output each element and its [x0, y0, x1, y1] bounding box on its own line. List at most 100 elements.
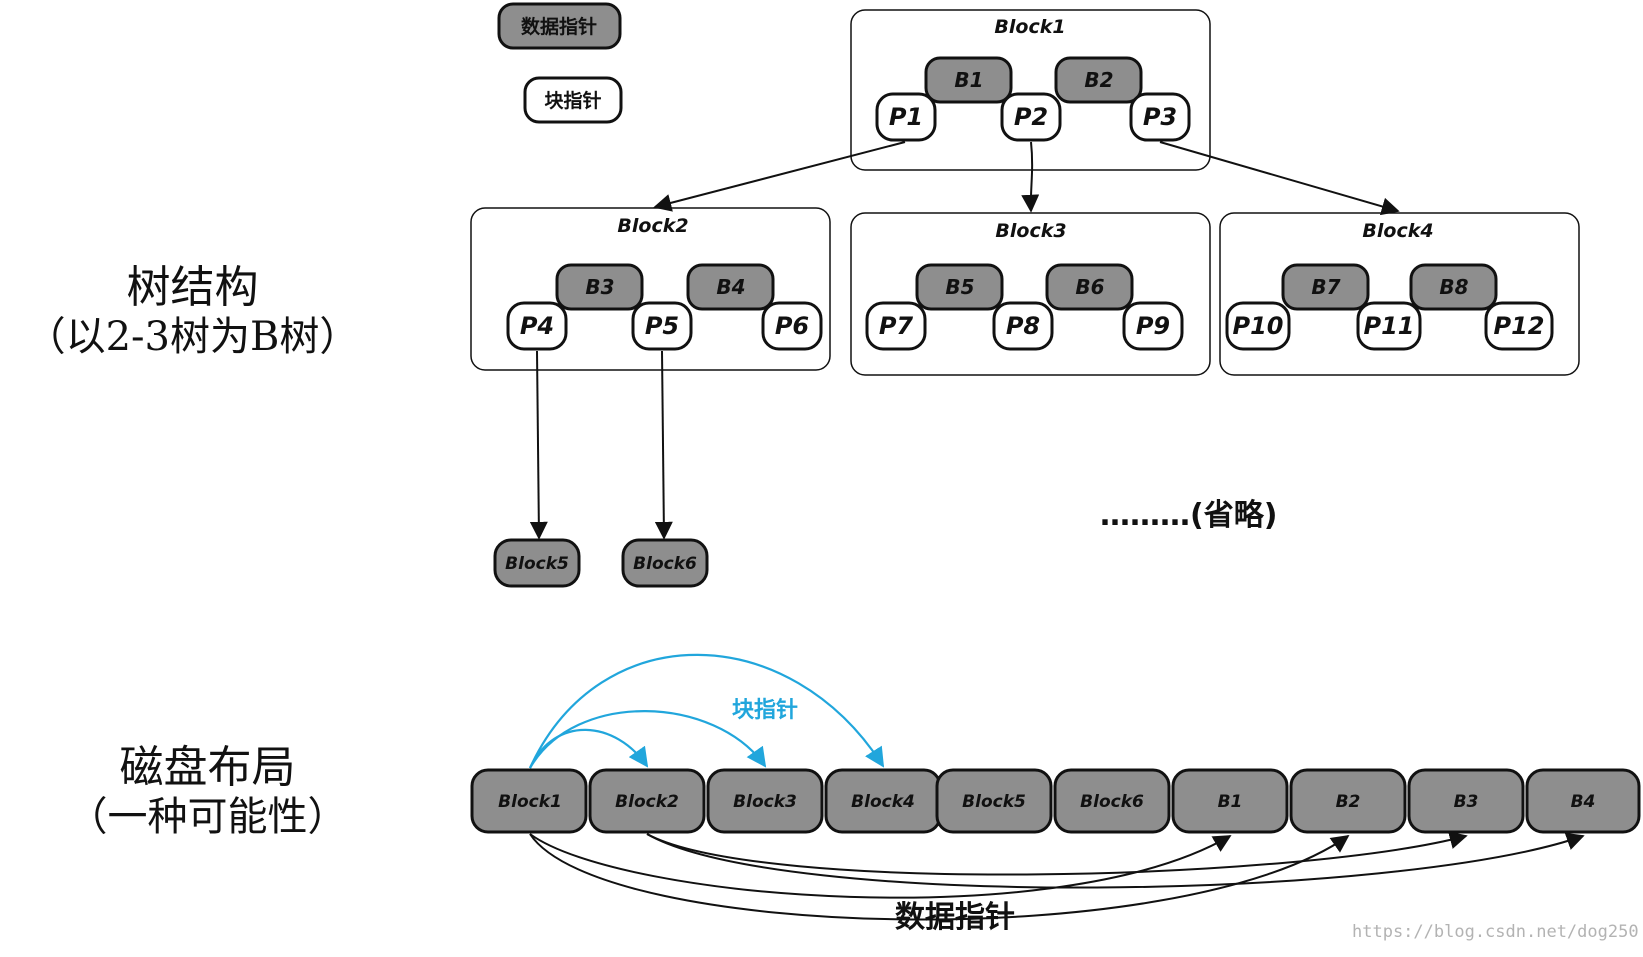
key-b3: [555, 263, 644, 311]
curve-block2-to-b3: [646, 831, 1468, 876]
disk-cell-block3: [706, 768, 824, 834]
pointer-p12: [1484, 301, 1554, 351]
arrow-p4-to-block5: [529, 350, 548, 540]
arrow-p3-to-block4: [1159, 141, 1400, 216]
legend-data-pointer-label: 数据指针: [521, 15, 597, 38]
block-pointer-arcs: [529, 653, 885, 769]
disk-cell-b2: [1289, 768, 1407, 834]
data-pointer-curves: [529, 831, 1585, 921]
pointer-p7-label: P7: [879, 312, 914, 340]
pointer-p2: [1000, 92, 1062, 142]
leaf-blocks: Block5 Block6: [493, 538, 709, 588]
key-b1: [924, 56, 1013, 104]
disk-cell-b4-label: B4: [1571, 792, 1596, 812]
pointer-p6: [761, 301, 823, 351]
pointer-p4-label: P4: [520, 312, 554, 340]
key-b2-label: B2: [1084, 68, 1113, 92]
key-b6-label: B6: [1075, 275, 1104, 299]
arrow-p1-to-block2: [653, 141, 906, 212]
disk-cell-b1: [1171, 768, 1289, 834]
key-b8-label: B8: [1439, 275, 1468, 299]
arc-block1-to-block4: [529, 653, 885, 769]
disk-cell-block2-label: Block2: [615, 792, 679, 812]
pointer-p7: [865, 301, 927, 351]
key-b8: [1409, 263, 1498, 311]
pointer-p11: [1356, 301, 1422, 351]
legend-data-pointer-swatch: [497, 2, 622, 50]
block1-title: Block1: [994, 16, 1065, 38]
tree-section-subtitle: （以2-3树为B树）: [25, 313, 360, 360]
pointer-p6-label: P6: [775, 312, 809, 340]
pointer-p10-label: P10: [1233, 312, 1284, 340]
data-pointer-annotation: 数据指针: [895, 900, 1015, 935]
disk-cell-block3-label: Block3: [733, 792, 797, 812]
tree-arrows: [529, 141, 1400, 540]
pointer-p1: [875, 92, 937, 142]
block2-title: Block2: [617, 215, 688, 237]
pointer-p9: [1122, 301, 1184, 351]
pointer-p1-label: P1: [889, 103, 923, 131]
key-b1-label: B1: [954, 68, 983, 92]
disk-section-subtitle: （一种可能性）: [67, 793, 348, 840]
block2-outline: [470, 207, 831, 371]
key-b7: [1281, 263, 1370, 311]
key-b3-label: B3: [585, 275, 614, 299]
tree-section-heading: 树结构: [126, 262, 259, 313]
curve-block1-to-b1: [529, 833, 1232, 899]
disk-cell-b2-label: B2: [1336, 792, 1361, 812]
disk-section-heading: 磁盘布局: [119, 742, 296, 793]
disk-cell-block2: [588, 768, 706, 834]
pointer-p8: [992, 301, 1054, 351]
pointer-p3-label: P3: [1143, 103, 1177, 131]
block3-outline: [850, 212, 1211, 376]
key-b4: [686, 263, 775, 311]
pointer-p4: [506, 301, 568, 351]
pointer-p3: [1129, 92, 1191, 142]
key-b5-label: B5: [945, 275, 974, 299]
disk-cell-block6: [1053, 768, 1171, 834]
block4-title: Block4: [1362, 220, 1433, 242]
curve-block2-to-b4: [646, 832, 1585, 889]
arrow-p5-to-block6: [654, 350, 673, 540]
key-b6: [1045, 263, 1134, 311]
leaf-block5: [493, 538, 581, 588]
block1-container: Block1 B1 B2 P1 P2 P3: [850, 9, 1211, 171]
pointer-p5-label: P5: [645, 312, 679, 340]
disk-cell-block6-label: Block6: [1080, 792, 1144, 812]
arrow-p2-to-block3: [1021, 141, 1040, 213]
block3-container: Block3 B5 B6 P7 P8 P9: [850, 212, 1211, 376]
leaf-block6: [621, 538, 709, 588]
pointer-p11-label: P11: [1364, 312, 1415, 340]
disk-cell-block1: [470, 768, 588, 834]
disk-cell-b3-label: B3: [1454, 792, 1479, 812]
leaf-block6-label: Block6: [633, 554, 697, 574]
arc-block1-to-block3: [529, 710, 767, 769]
pointer-p10: [1225, 301, 1291, 351]
disk-cell-b1-label: B1: [1218, 792, 1243, 812]
key-b2: [1054, 56, 1143, 104]
block4-container: Block4 B7 B8 P10 P11 P12: [1219, 212, 1580, 376]
key-b5: [915, 263, 1004, 311]
leaf-block5-label: Block5: [505, 554, 569, 574]
pointer-p9-label: P9: [1136, 312, 1170, 340]
disk-cell-block5: [935, 768, 1053, 834]
watermark: https://blog.csdn.net/dog250: [1352, 922, 1639, 942]
disk-cell-block1-label: Block1: [498, 792, 562, 812]
block3-title: Block3: [995, 220, 1066, 242]
pointer-p8-label: P8: [1006, 312, 1040, 340]
disk-section-title: 磁盘布局 （一种可能性）: [40, 742, 375, 841]
key-b4-label: B4: [716, 275, 745, 299]
disk-cell-block5-label: Block5: [962, 792, 1026, 812]
disk-cell-b4: [1525, 768, 1641, 834]
pointer-p2-label: P2: [1014, 103, 1048, 131]
tree-section-title: 树结构 （以2-3树为B树）: [20, 262, 365, 361]
pointer-p12-label: P12: [1494, 312, 1545, 340]
disk-cell-block4-label: Block4: [851, 792, 915, 812]
omitted-note: ………(省略): [1100, 498, 1278, 533]
disk-row: Block1 Block2 Block3 Block4 Block5 Block…: [470, 768, 1641, 834]
legend: 数据指针 块指针: [497, 2, 623, 124]
block2-container: Block2 B3 B4 P4 P5 P6: [470, 207, 831, 371]
block-pointer-annotation: 块指针: [732, 697, 798, 723]
